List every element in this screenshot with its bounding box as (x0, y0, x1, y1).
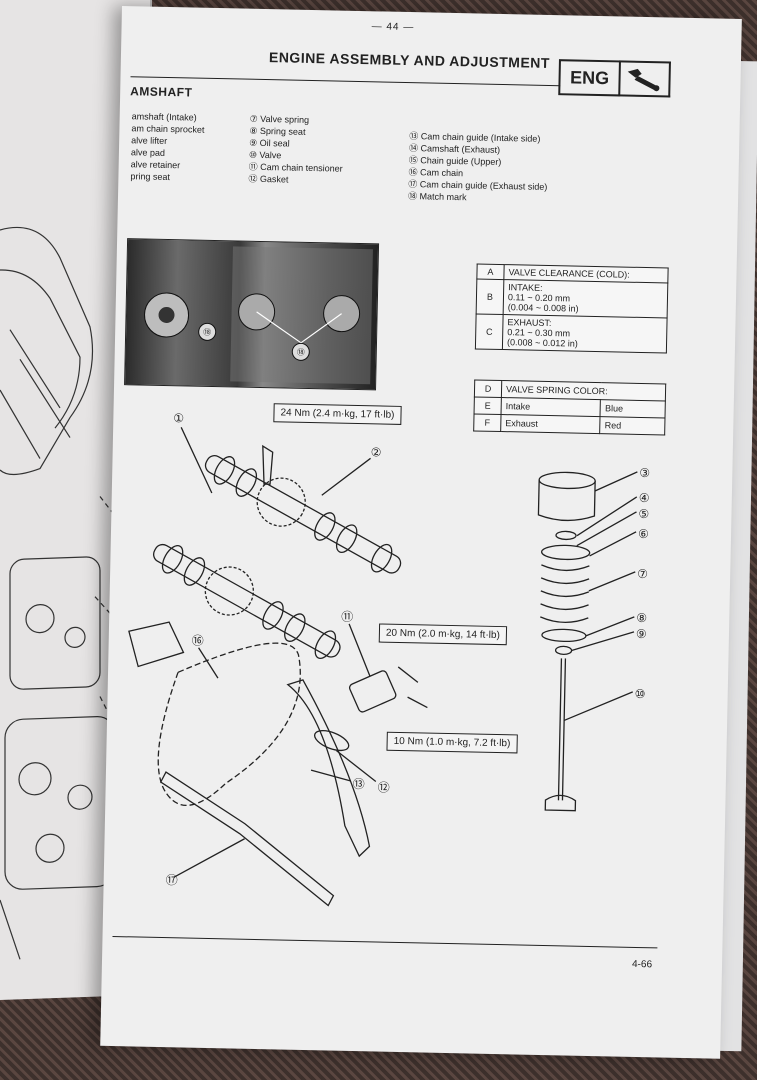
eng-tag: ENG (558, 59, 621, 97)
callout-6: ⑥ (638, 527, 649, 541)
legend-item: ⑫ Gasket (248, 173, 289, 185)
footer-rule (112, 936, 658, 949)
callout-11: ⑪ (341, 610, 353, 624)
wrench-icon-box (618, 60, 671, 98)
torque-spec-tensioner: 20 Nm (2.0 m·kg, 14 ft·lb) (378, 623, 508, 646)
callout-16: ⑯ (192, 634, 204, 648)
callout-2: ② (371, 445, 382, 459)
manual-page: — 44 — ENGINE ASSEMBLY AND ADJUSTMENT EN… (100, 6, 742, 1059)
torque-spec-camshaft-cap: 24 Nm (2.4 m·kg, 17 ft·lb) (273, 403, 402, 425)
callout-13: ⑬ (353, 777, 365, 791)
exhaust-value-inch: (0.008 ~ 0.012 in) (506, 337, 578, 349)
folio: 4-66 (631, 958, 653, 971)
legend-left: amshaft (Intake) am chain sprocket alve … (130, 110, 205, 184)
section-title: AMSHAFT (130, 84, 193, 100)
page-number: — 44 — (371, 21, 415, 34)
row-letter: A (476, 263, 505, 280)
intake-clearance: INTAKE: 0.11 ~ 0.20 mm (0.004 ~ 0.008 in… (503, 279, 668, 318)
legend-middle: ⑦ Valve spring ⑧ Spring seat ⑨ Oil seal … (248, 113, 344, 187)
callout-1: ① (173, 411, 184, 425)
wrench-icon (627, 68, 660, 92)
torque-spec-tensioner-bolt: 10 Nm (1.0 m·kg, 7.2 ft·lb) (386, 731, 518, 754)
callout-8: ⑧ (636, 611, 647, 625)
row-letter: D (474, 379, 502, 398)
legend-right: ⑬ Cam chain guide (Intake side) ⑭ Camsha… (408, 130, 549, 205)
exploded-view-diagram: ① ② ③ ④ ⑤ ⑥ ⑦ ⑧ ⑨ ⑩ ⑪ ⑫ ⑬ ⑯ ⑰ (128, 411, 650, 907)
legend-item: pring seat (130, 171, 171, 183)
row-letter: C (475, 313, 504, 350)
intake-value-inch: (0.004 ~ 0.008 in) (507, 302, 579, 314)
exhaust-clearance: EXHAUST: 0.21 ~ 0.30 mm (0.008 ~ 0.012 i… (502, 314, 668, 353)
callout-5: ⑤ (638, 507, 649, 521)
intake-camshaft (204, 455, 402, 574)
header-rule (130, 76, 561, 87)
callout-7: ⑦ (637, 567, 648, 581)
engine-photo: ⑱ ⑱ (124, 238, 380, 391)
callout-10: ⑩ (635, 687, 646, 701)
page-header-title: ENGINE ASSEMBLY AND ADJUSTMENT (268, 49, 551, 71)
valve-clearance-table: A VALVE CLEARANCE (COLD): B INTAKE: 0.11… (474, 263, 669, 354)
callout-12: ⑫ (378, 781, 390, 795)
row-letter: B (476, 278, 504, 315)
photo-detail (144, 246, 373, 385)
callout-9: ⑨ (636, 627, 647, 641)
valve-stack (537, 471, 596, 812)
callout-3: ③ (639, 466, 650, 480)
callout-4: ④ (639, 491, 650, 505)
exhaust-camshaft (152, 543, 341, 660)
callout-17: ⑰ (166, 873, 178, 887)
